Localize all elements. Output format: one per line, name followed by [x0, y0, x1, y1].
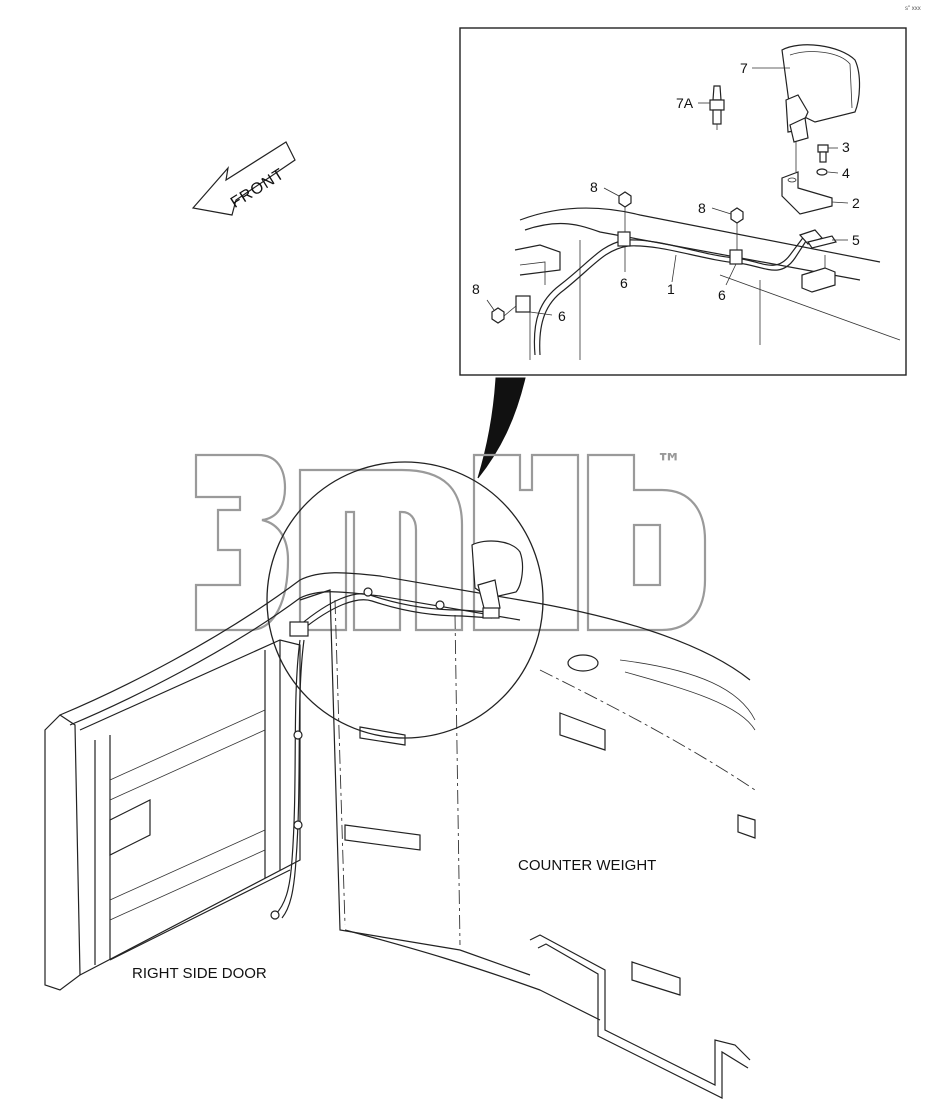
callout-6-c: 6 [558, 308, 566, 324]
detail-pointer [477, 377, 526, 479]
caption-right-side-door: RIGHT SIDE DOOR [132, 965, 267, 982]
callout-1: 1 [667, 281, 675, 297]
callout-6-a: 6 [620, 275, 628, 291]
callout-8-c: 8 [472, 281, 480, 297]
corner-code: s" xxx [905, 6, 921, 12]
caption-counter-weight: COUNTER WEIGHT [518, 857, 656, 874]
callout-6-b: 6 [718, 287, 726, 303]
callout-4: 4 [842, 165, 850, 181]
callout-3: 3 [842, 139, 850, 155]
callout-8-b: 8 [698, 200, 706, 216]
detail-inset [459, 27, 907, 376]
front-arrow: FRONT [191, 141, 296, 216]
callout-7: 7 [740, 60, 748, 76]
callout-5: 5 [852, 232, 860, 248]
callout-7a: 7A [676, 95, 694, 111]
callout-2: 2 [852, 195, 860, 211]
callout-8-a: 8 [590, 179, 598, 195]
watermark-trademark: ™ [656, 449, 682, 479]
watermark-logo: ™ 3mb [194, 449, 707, 632]
machine-body [44, 572, 756, 1099]
detail-circle [266, 461, 544, 739]
